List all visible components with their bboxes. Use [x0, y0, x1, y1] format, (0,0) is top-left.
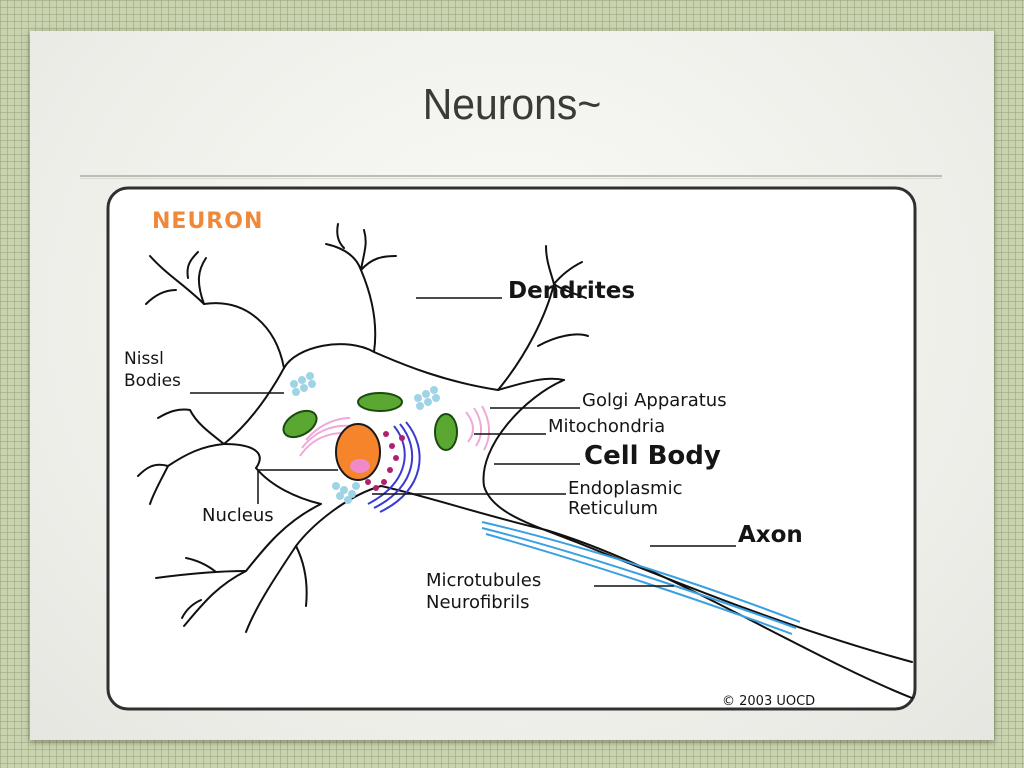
dendrite-top-mid [325, 223, 397, 271]
neuron-diagram: NEURON [106, 186, 917, 711]
label-reticulum: Reticulum [568, 498, 658, 519]
label-mitochondria: Mitochondria [548, 416, 665, 437]
copyright-text: © 2003 UOCD [722, 694, 815, 709]
label-endoplasmic: Endoplasmic [568, 478, 683, 499]
label-golgi: Golgi Apparatus [582, 390, 727, 411]
label-microtubules: Microtubules [426, 570, 541, 591]
neuron-outline [137, 223, 913, 699]
soma-upper-edge [203, 269, 565, 391]
microtubules [481, 521, 801, 635]
label-nucleus: Nucleus [202, 505, 274, 526]
dendrite-lower-left [155, 557, 247, 627]
label-dendrites: Dendrites [508, 278, 635, 304]
nucleolus-shape [350, 459, 370, 473]
dendrite-top-left [145, 251, 207, 305]
nissl-bodies [290, 372, 440, 504]
title-divider [80, 175, 942, 177]
endoplasmic-reticulum [367, 421, 421, 513]
leader-lines [190, 297, 736, 587]
soma-lower-left [245, 467, 322, 572]
label-bodies: Bodies [124, 371, 181, 391]
label-neurofibrils: Neurofibrils [426, 592, 530, 613]
label-cell-body: Cell Body [584, 441, 721, 471]
label-nissl: Nissl [124, 349, 164, 369]
diagram-frame [106, 186, 917, 711]
slide-title: Neurons~ [422, 80, 602, 129]
ribosomes [365, 431, 405, 491]
mitochondria [282, 392, 458, 451]
diagram-heading: NEURON [152, 209, 263, 234]
label-axon: Axon [738, 522, 803, 548]
title-divider-shadow [80, 178, 942, 179]
dendrite-top-right [497, 245, 589, 391]
dendrite-left [137, 408, 225, 505]
dendrite-bottom [245, 545, 308, 633]
